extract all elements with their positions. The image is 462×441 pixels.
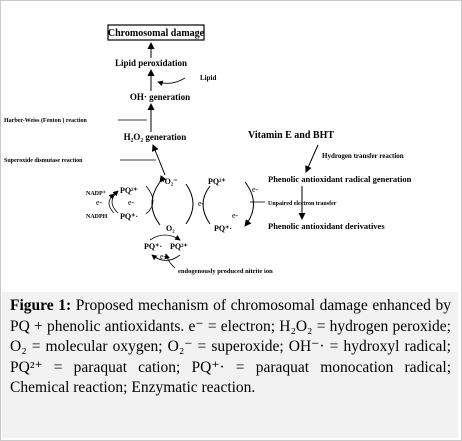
figure-caption: Figure 1: Proposed mechanism of chromoso…: [10, 296, 451, 399]
unpaired-electron-label: Unpaired electron transfer: [268, 201, 337, 207]
nadp-electron-label: e-: [96, 198, 103, 207]
right-cycle-left-arc: [202, 185, 211, 225]
pq-plus-bottom-label: PQ⁺·: [144, 242, 162, 251]
center-cycle-right-arc: [185, 183, 194, 225]
pq-plus-right-label: PQ⁺·: [214, 224, 232, 233]
hydrogen-transfer-label: Hydrogen transfer reaction: [322, 152, 404, 160]
electron-left-label: e-: [128, 198, 135, 207]
figure-label: Figure 1:: [10, 297, 72, 314]
superoxide-label: ·O₂⁻: [162, 177, 178, 186]
chromosomal-damage-box: [107, 24, 205, 41]
pq2-left-label: PQ²⁺: [120, 186, 138, 195]
haber-weiss-label: Harber-Weiss (Fenton ) reaction: [4, 117, 87, 124]
right-top-electron-label: e-: [252, 185, 259, 194]
oxygen-label: O₂: [166, 224, 175, 233]
bottom-cycle-bottom-arc: [151, 254, 181, 261]
chromosomal-damage-label: Chromosomal damage: [108, 28, 205, 39]
phenolic-radical-label: Phenolic antioxidant radical generation: [268, 174, 412, 184]
oh-generation-label: OH· generation: [130, 92, 190, 102]
center-cycle-left-arc: [151, 175, 167, 226]
nadp-label: NADP⁺: [86, 190, 106, 197]
nitrite-ion-label: endogenously produced nitrite ion: [178, 268, 273, 275]
right-cycle-right-arc: [244, 181, 254, 227]
left-cycle-right-arc: [145, 185, 154, 215]
h2o2-generation-label: H₂O₂ generation: [124, 132, 187, 142]
bottom-electron-label: e-: [160, 252, 167, 261]
caption-background: [2, 292, 458, 438]
right-bottom-electron-label: e-: [232, 211, 239, 220]
nadph-to-nadp-arrow: [108, 193, 115, 214]
caption-text: Proposed mechanism of chromosomal damage…: [10, 297, 451, 396]
lipid-label: Lipid: [200, 74, 216, 82]
hydrogen-transfer-arrow: [305, 144, 319, 173]
nadph-label: NADPH: [86, 214, 108, 220]
pq2-right-label: PQ²⁺: [208, 177, 226, 186]
left-cycle-left-arc: [111, 190, 119, 214]
sod-reaction-label: Superoxide dismutase reaction: [4, 158, 83, 164]
vitamin-e-bht-label: Vitamin E and BHT: [248, 130, 334, 141]
lipid-peroxidation-label: Lipid peroxidation: [115, 58, 187, 68]
pq-plus-left-label: PQ⁺·: [120, 212, 138, 221]
pq2-bottom-label: PQ²⁺: [170, 242, 188, 251]
nitrite-arrow: [164, 253, 176, 269]
center-electron-label: e-: [198, 199, 205, 208]
mechanism-diagram: Chromosomal damage Lipid peroxidation Li…: [4, 24, 412, 275]
bottom-cycle-top-arc: [149, 234, 181, 241]
lipid-input-arrow: [157, 77, 186, 87]
arrow-to-h2o2: [151, 144, 166, 176]
phenolic-derivatives-label: Phenolic antioxidant derivatives: [268, 221, 385, 231]
